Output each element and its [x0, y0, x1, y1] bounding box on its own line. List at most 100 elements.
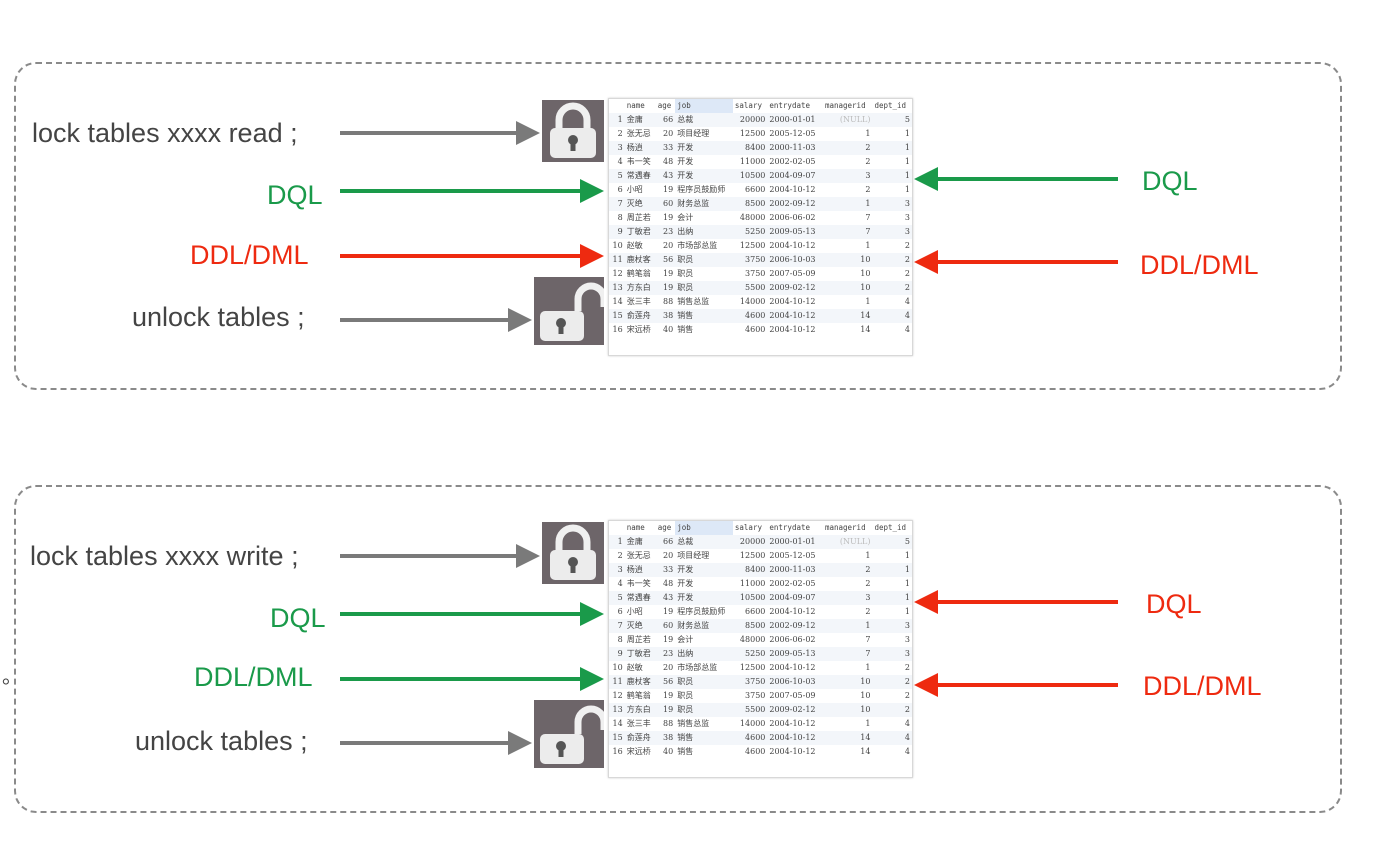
table-cell: 小昭 [626, 185, 643, 194]
table-cell: 2002-02-05 [769, 579, 816, 588]
table-cell: 4 [617, 579, 623, 588]
table-cell: 8 [617, 635, 623, 644]
table-cell: 48 [663, 157, 674, 166]
table-cell: 2004-10-12 [767, 309, 823, 323]
table-cell: 19 [663, 607, 674, 616]
table-cell: 15 [609, 731, 625, 745]
table-cell: 鹤笔翁 [626, 269, 651, 278]
table-cell: 2007-05-09 [769, 269, 816, 278]
table-cell: 2009-05-13 [767, 225, 823, 239]
column-header: managerid [824, 523, 866, 532]
table-cell: 1 [904, 185, 910, 194]
row-number-header [609, 521, 625, 535]
table-cell: 2006-10-03 [767, 675, 823, 689]
table-cell: 40 [663, 325, 674, 334]
table-cell: 灭绝 [624, 197, 656, 211]
table-cell: 2006-06-02 [769, 213, 816, 222]
table-cell: 1 [872, 141, 912, 155]
table-cell: 开发 [677, 579, 694, 588]
table-cell: 5500 [732, 703, 768, 717]
right-dql-label: DQL [1146, 589, 1202, 619]
table-cell: 14 [612, 297, 623, 306]
table-cell: 1 [865, 719, 871, 728]
column-header: dept_id [874, 523, 907, 532]
table-cell: 鹿杖客 [624, 675, 656, 689]
table-cell: 40 [663, 747, 674, 756]
table-cell: 4600 [745, 747, 766, 756]
table-cell: 金庸 [624, 535, 656, 549]
table-cell: 2004-10-12 [769, 325, 816, 334]
table-cell: 19 [655, 281, 676, 295]
table-cell: 1 [609, 113, 625, 127]
table-cell: 市场部总监 [677, 241, 718, 250]
table-cell: 12 [612, 269, 623, 278]
table-cell: 2 [872, 675, 912, 689]
table-cell: 项目经理 [677, 129, 710, 138]
table-cell: 2002-09-12 [767, 619, 823, 633]
table-cell: 宋远桥 [626, 747, 651, 756]
table-cell: 4 [872, 731, 912, 745]
table-cell: 6 [617, 607, 623, 616]
write-lock-panel [14, 485, 1342, 813]
table-cell: 2 [617, 551, 623, 560]
table-cell: 3 [872, 619, 912, 633]
table-cell: 16 [612, 747, 623, 756]
table-cell: 赵敏 [626, 241, 643, 250]
table-cell: 张无忌 [626, 551, 651, 560]
table-cell: 20 [663, 129, 674, 138]
table-cell: 3 [872, 225, 912, 239]
table-cell: 5 [609, 591, 625, 605]
table-cell: 俞莲舟 [624, 309, 656, 323]
table-cell: 66 [655, 113, 676, 127]
table-cell: 会计 [677, 213, 694, 222]
column-header: entrydate [769, 101, 811, 110]
table-cell: 19 [655, 703, 676, 717]
table-cell: 12500 [739, 241, 766, 250]
table-cell: 周芷若 [626, 213, 651, 222]
table-cell: 2009-05-13 [767, 647, 823, 661]
table-cell: 开发 [675, 591, 733, 605]
table-cell: 2005-12-05 [769, 129, 816, 138]
table-cell: 2006-06-02 [769, 635, 816, 644]
table-cell: 3 [872, 197, 912, 211]
table-cell: 48000 [739, 213, 766, 222]
row-number-header [609, 99, 625, 113]
table-cell: 88 [663, 719, 674, 728]
table-cell: 19 [663, 185, 674, 194]
column-header: name [626, 523, 645, 532]
table-cell: 4 [904, 325, 910, 334]
table-cell: 2004-10-12 [769, 607, 816, 616]
table-cell: 23 [655, 225, 676, 239]
table-cell: 1 [872, 169, 912, 183]
table-cell: 4 [904, 297, 910, 306]
unlock-command: unlock tables ; [135, 726, 308, 756]
table-cell: 8500 [732, 197, 768, 211]
read-lock-panel [14, 62, 1342, 390]
table-cell: 财务总监 [675, 197, 733, 211]
table-cell: 3 [872, 647, 912, 661]
column-header: job [675, 99, 733, 113]
table-cell: 财务总监 [675, 619, 733, 633]
table-cell: 33 [655, 563, 676, 577]
table-cell: 4600 [732, 309, 768, 323]
table-cell: 7 [865, 635, 871, 644]
table-cell: 3 [822, 169, 873, 183]
table-cell: 职员 [675, 675, 733, 689]
table-cell: 开发 [675, 141, 733, 155]
right-ddl-dml-label: DDL/DML [1143, 671, 1262, 701]
table-cell: 6600 [745, 185, 766, 194]
table-cell: 14000 [739, 719, 766, 728]
table-cell: 11 [609, 675, 625, 689]
table-cell: 19 [663, 635, 674, 644]
lock-write-command: lock tables xxxx write ; [30, 541, 299, 571]
